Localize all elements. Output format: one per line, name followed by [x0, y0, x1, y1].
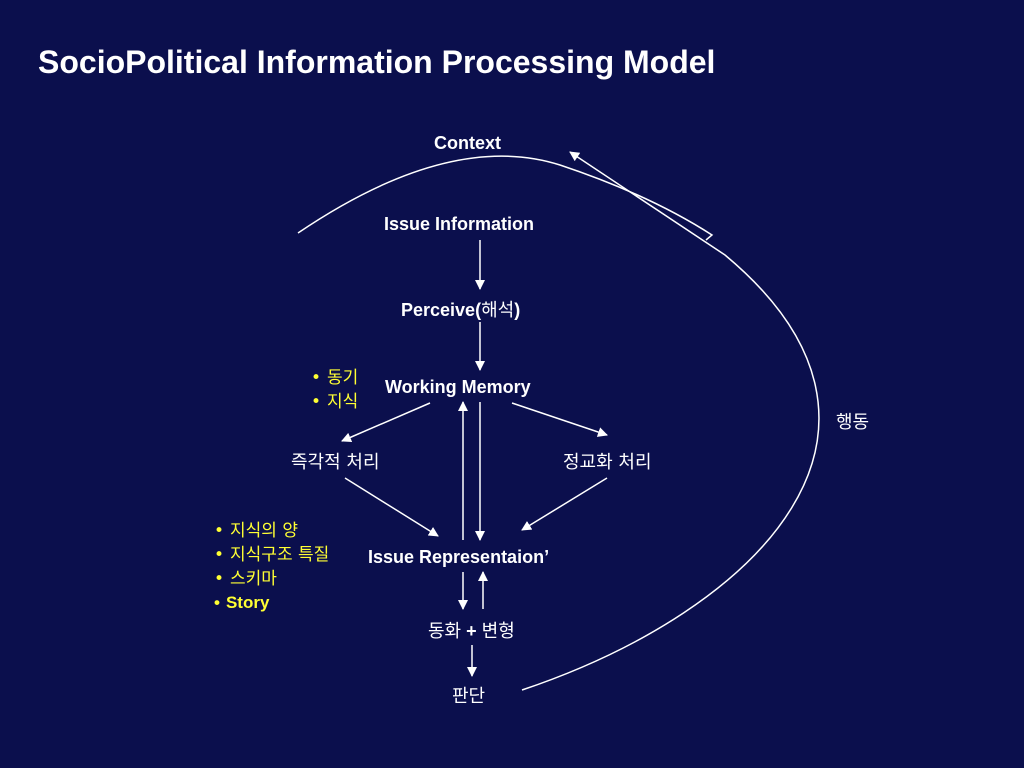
immediate-processing-label: 즉각적 처리	[291, 452, 380, 473]
assimilation-transformation-label: 동화 + 변형	[428, 617, 515, 643]
judgment-label: 판단	[452, 686, 486, 707]
memory-factors-list: 동기 지식	[311, 366, 358, 414]
transformation-label: 변형	[481, 621, 515, 642]
bullet-item: 동기	[311, 366, 358, 390]
assimilation-label: 동화	[428, 621, 462, 642]
action-feedback-curve	[521, 151, 820, 691]
bullet-item: 스키마	[214, 567, 329, 591]
perceive-label: Perceive(해석)	[401, 296, 520, 322]
representation-factors-list: 지식의 양 지식구조 특질 스키마 Story	[214, 519, 329, 615]
perceive-korean: 해석	[481, 300, 515, 321]
issue-information-label: Issue Information	[384, 214, 535, 234]
slide-title: SocioPolitical Information Processing Mo…	[38, 44, 716, 80]
perceive-prefix: Perceive(	[401, 300, 482, 320]
perceive-suffix: )	[514, 300, 521, 320]
action-label: 행동	[836, 412, 870, 433]
arrow-memory-to-elaborate	[511, 402, 608, 437]
arrow-memory-to-immediate	[341, 402, 431, 443]
arrow-elaborate-to-representation	[521, 477, 608, 531]
plus-label: +	[466, 621, 477, 641]
bullet-item: Story	[214, 591, 329, 615]
arrow-immediate-to-representation	[344, 477, 439, 537]
bullet-item: 지식의 양	[214, 519, 329, 543]
bullet-item: 지식구조 특질	[214, 543, 329, 567]
elaborate-processing-label: 정교화 처리	[563, 452, 652, 473]
working-memory-label: Working Memory	[385, 377, 531, 397]
context-label: Context	[434, 133, 501, 153]
bullet-item: 지식	[311, 390, 358, 414]
context-curve	[297, 155, 714, 241]
issue-representation-label: Issue Representaion’	[368, 547, 550, 567]
